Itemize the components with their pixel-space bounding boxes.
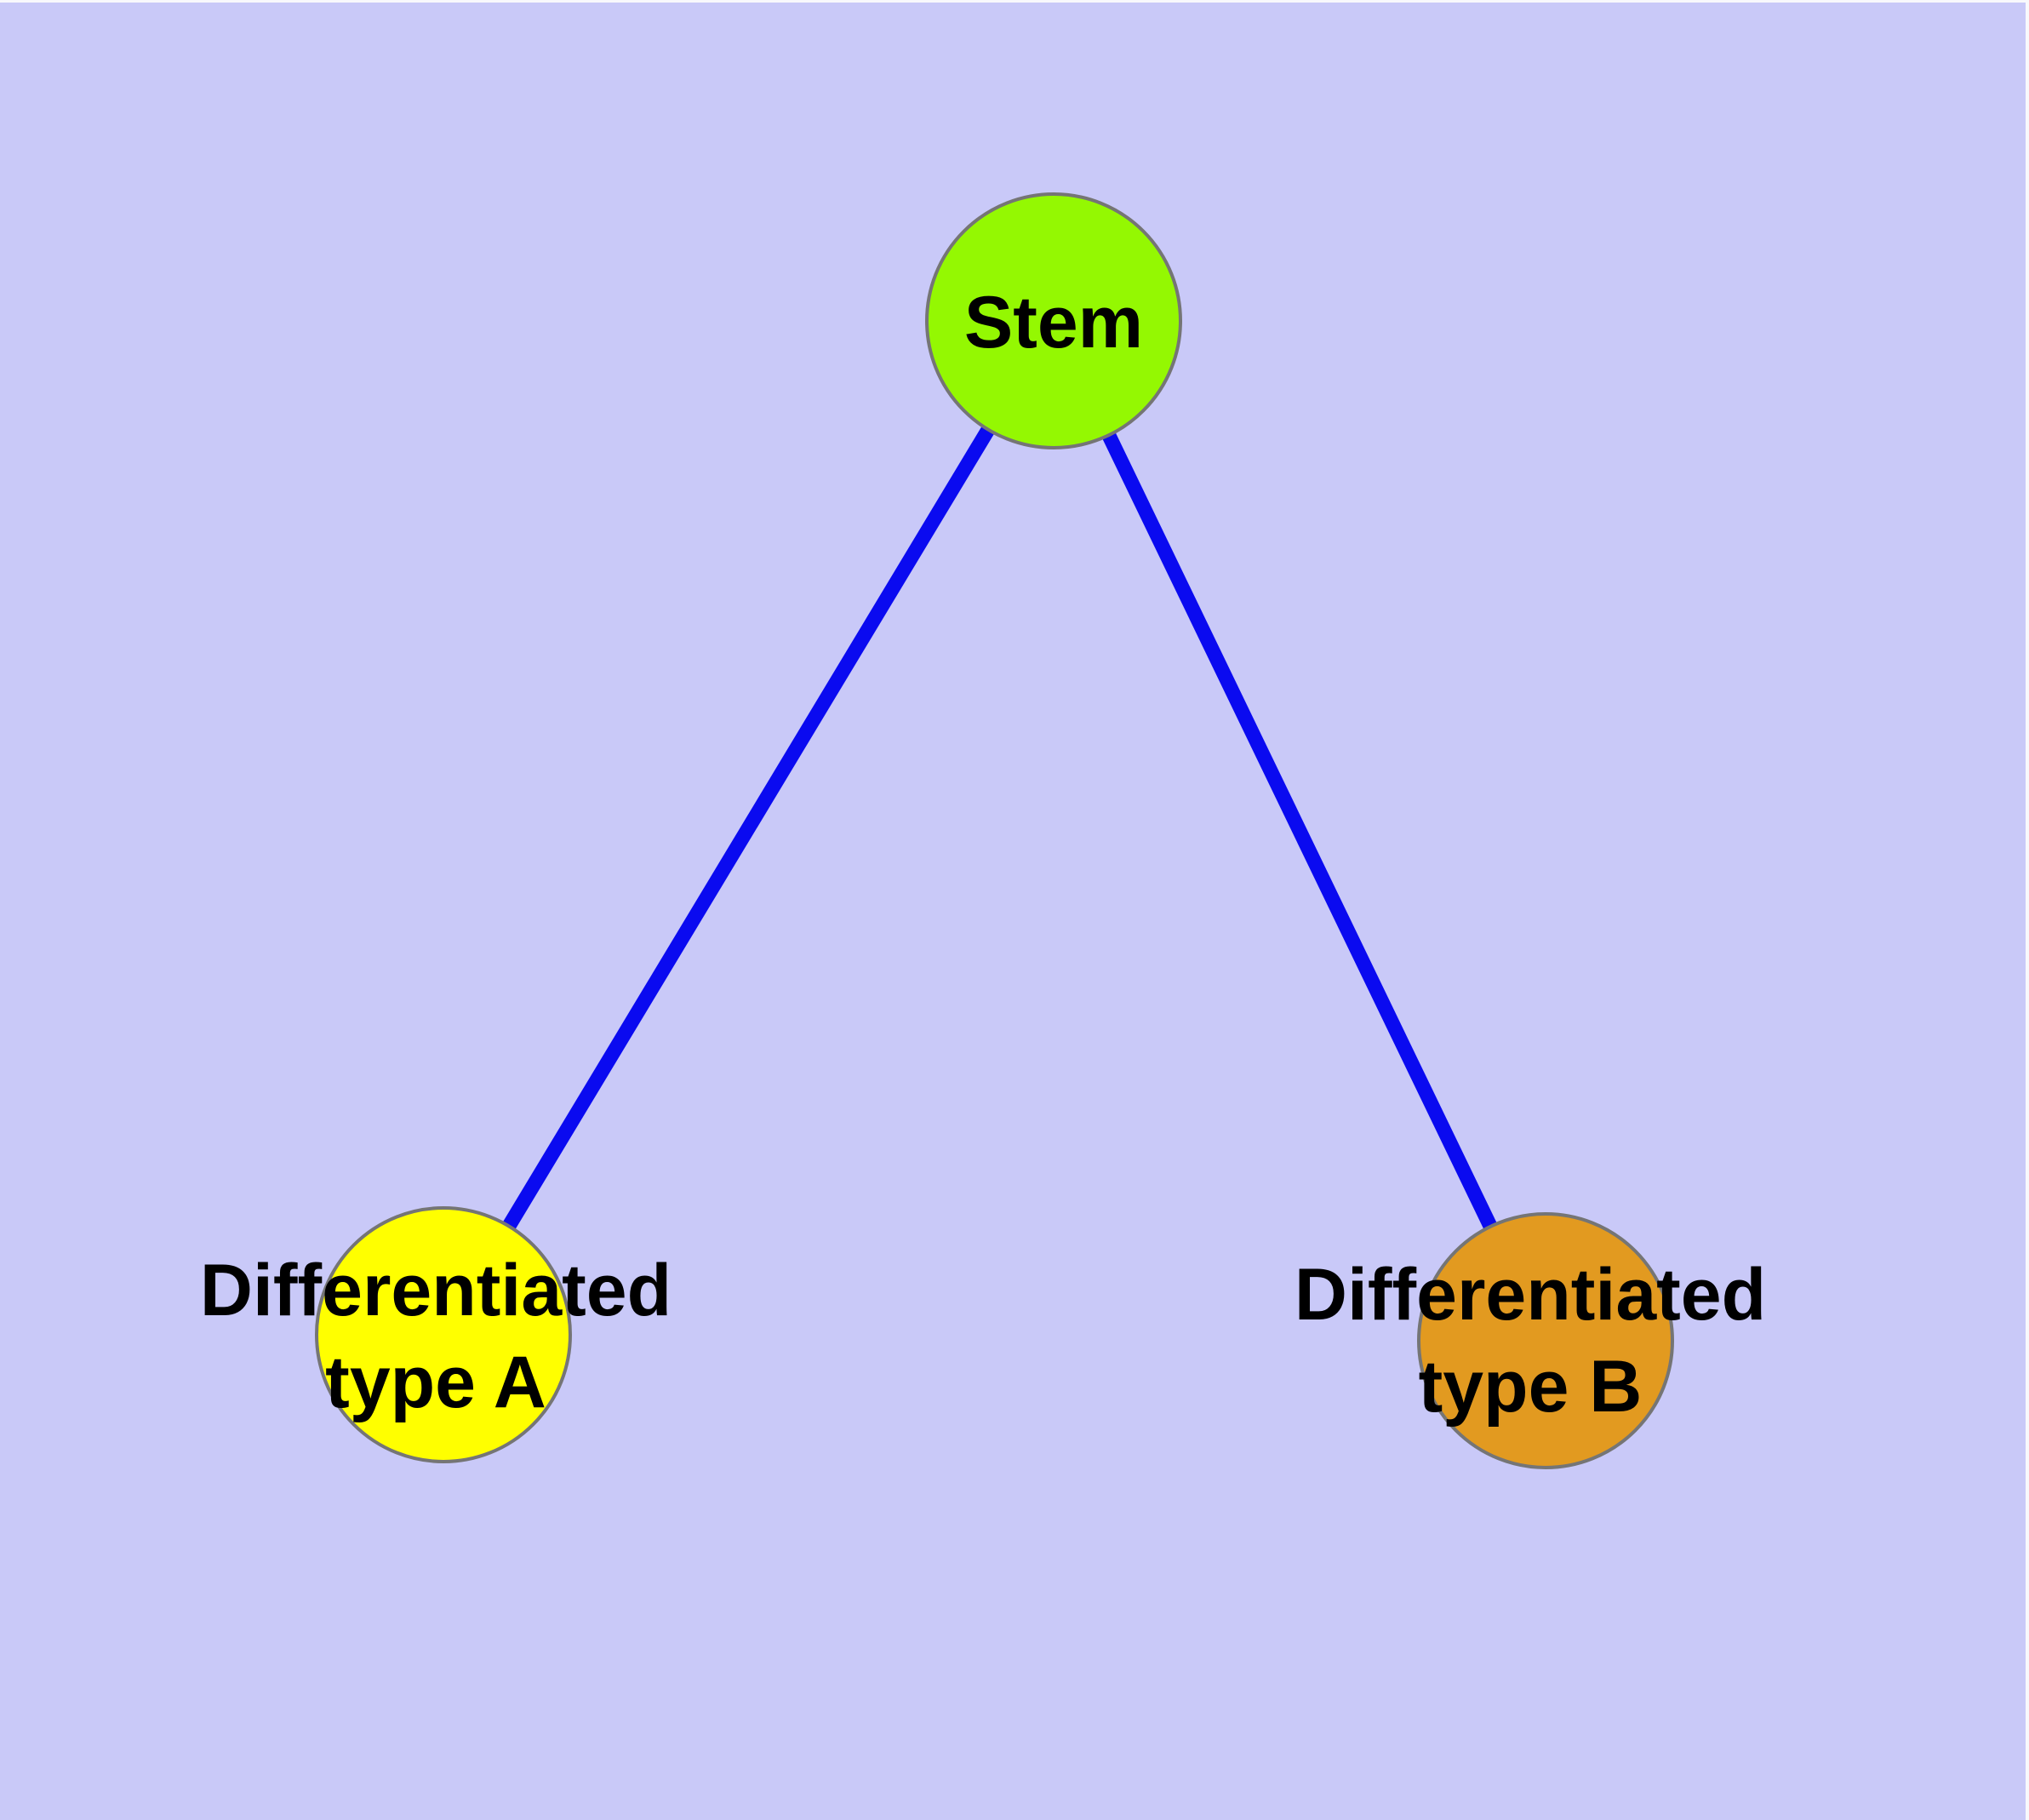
node-differentiated-type-b [1417,1212,1674,1469]
edge-stem-to-type-a [437,317,1060,1339]
edge-stem-to-type-b [1047,318,1552,1344]
graph-layer [315,192,1674,1469]
node-stem [925,192,1182,449]
node-differentiated-type-a [315,1206,572,1463]
